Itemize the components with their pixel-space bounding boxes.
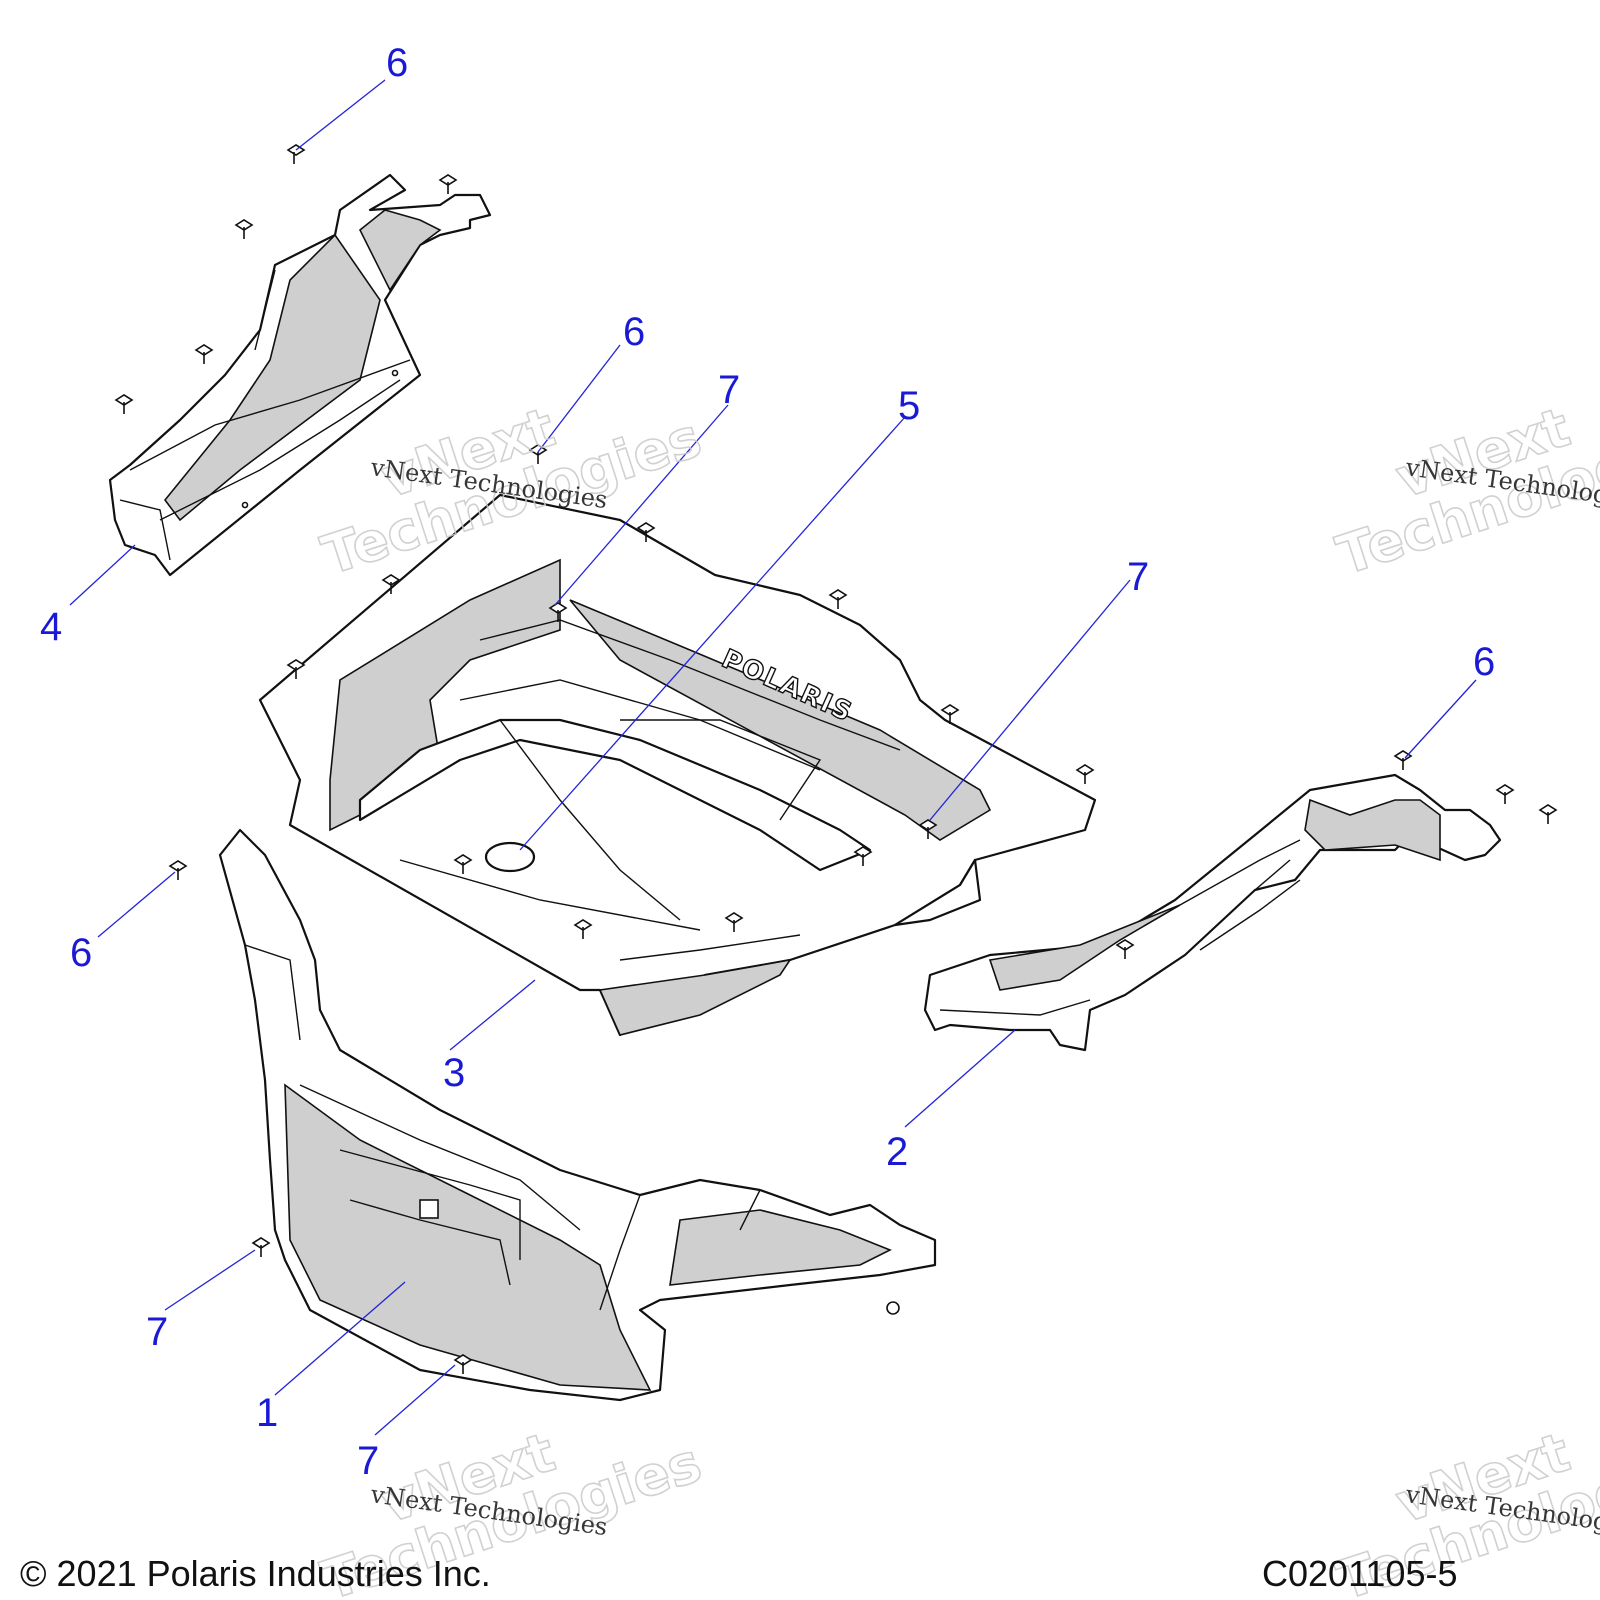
part-3-cargo-box: POLARIS (258, 493, 1097, 1037)
callout-6: 6 (70, 931, 92, 975)
callout-7: 7 (357, 1439, 379, 1483)
callout-7: 7 (1127, 555, 1149, 599)
callout-1: 1 (256, 1391, 278, 1435)
part-1-lower-bumper (218, 828, 937, 1402)
leader-lines (69, 79, 1477, 1436)
fasteners (114, 144, 1558, 1374)
figure-code: C0201105-5 (1262, 1553, 1458, 1594)
callout-3: 3 (443, 1051, 465, 1095)
callout-6: 6 (386, 41, 408, 85)
callout-7: 7 (146, 1310, 168, 1354)
part-4-left-side-panel (108, 173, 492, 577)
callout-7: 7 (718, 368, 740, 412)
callout-5: 5 (898, 384, 920, 428)
callout-6: 6 (623, 310, 645, 354)
part-2-right-side-panel (923, 773, 1502, 1052)
copyright-text: © 2021 Polaris Industries Inc. (20, 1553, 491, 1594)
callout-numbers: 6 6 6 6 7 7 7 7 5 4 3 2 1 (40, 41, 1495, 1483)
callout-2: 2 (886, 1130, 908, 1174)
callout-4: 4 (40, 605, 62, 649)
callout-6: 6 (1473, 640, 1495, 684)
